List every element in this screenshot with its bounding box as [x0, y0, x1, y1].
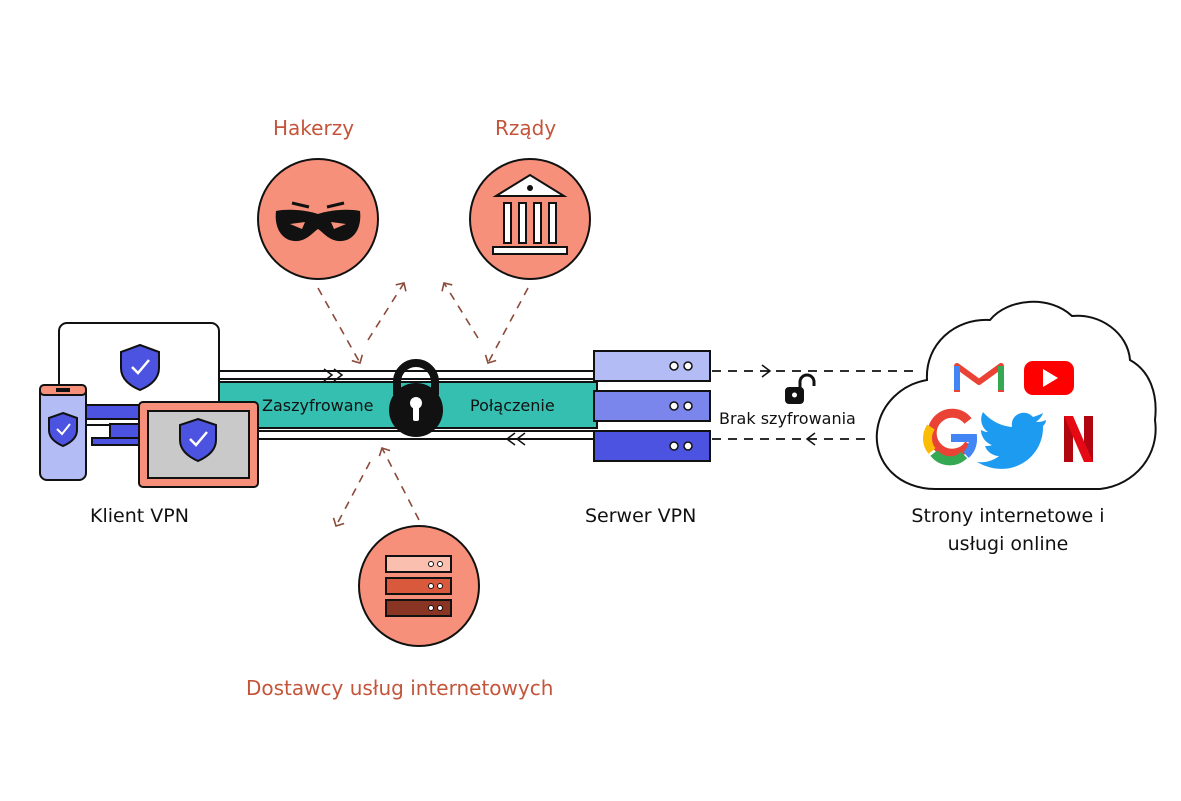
arrow-isp-out — [332, 461, 371, 527]
isp-circle — [358, 525, 480, 647]
shield-check-icon — [120, 343, 160, 392]
server-icon — [385, 555, 452, 617]
isps-label: Dostawcy usług internetowych — [246, 676, 554, 700]
shield-check-icon — [179, 417, 217, 463]
threat-arrows — [317, 282, 529, 527]
lock-icon — [389, 359, 443, 437]
arrow-gov-in — [484, 287, 529, 364]
hackers-label: Hakerzy — [273, 116, 355, 140]
websites-label: Strony internetowe i usługi online — [878, 505, 1138, 555]
no-encryption-label: Brak szyfrowania — [719, 409, 856, 428]
unencrypted-links — [712, 364, 915, 446]
governments-label: Rządy — [495, 116, 557, 140]
gmail-icon — [954, 362, 1004, 392]
arrow-isp-in — [378, 446, 420, 521]
websites-label-line1: Strony internetowe i — [911, 505, 1105, 527]
google-icon — [923, 408, 977, 466]
cloud — [875, 300, 1157, 490]
chevron-left-icon — [505, 432, 526, 446]
youtube-icon — [1024, 361, 1074, 395]
chevron-right-icon — [323, 368, 344, 382]
arrow-hacker-in — [317, 287, 364, 364]
websites-label-line2: usługi online — [947, 533, 1069, 555]
client-label: Klient VPN — [90, 505, 189, 527]
twitter-icon — [977, 412, 1046, 469]
arrow-hacker-out — [367, 282, 407, 341]
tablet — [138, 401, 259, 488]
server-label: Serwer VPN — [585, 505, 697, 527]
government-circle — [469, 158, 591, 280]
tunnel-label-right: Połączenie — [470, 396, 555, 415]
client-devices — [39, 322, 259, 488]
shield-check-icon — [48, 411, 78, 448]
arrow-gov-out — [441, 282, 479, 339]
bank-icon — [492, 173, 568, 255]
phone — [39, 384, 87, 481]
unlocked-icon — [785, 373, 816, 404]
netflix-icon — [1064, 416, 1093, 462]
vpn-server — [593, 350, 711, 462]
tunnel-label-left: Zaszyfrowane — [262, 396, 374, 415]
mask-icon — [275, 201, 361, 242]
hacker-circle — [257, 158, 379, 280]
